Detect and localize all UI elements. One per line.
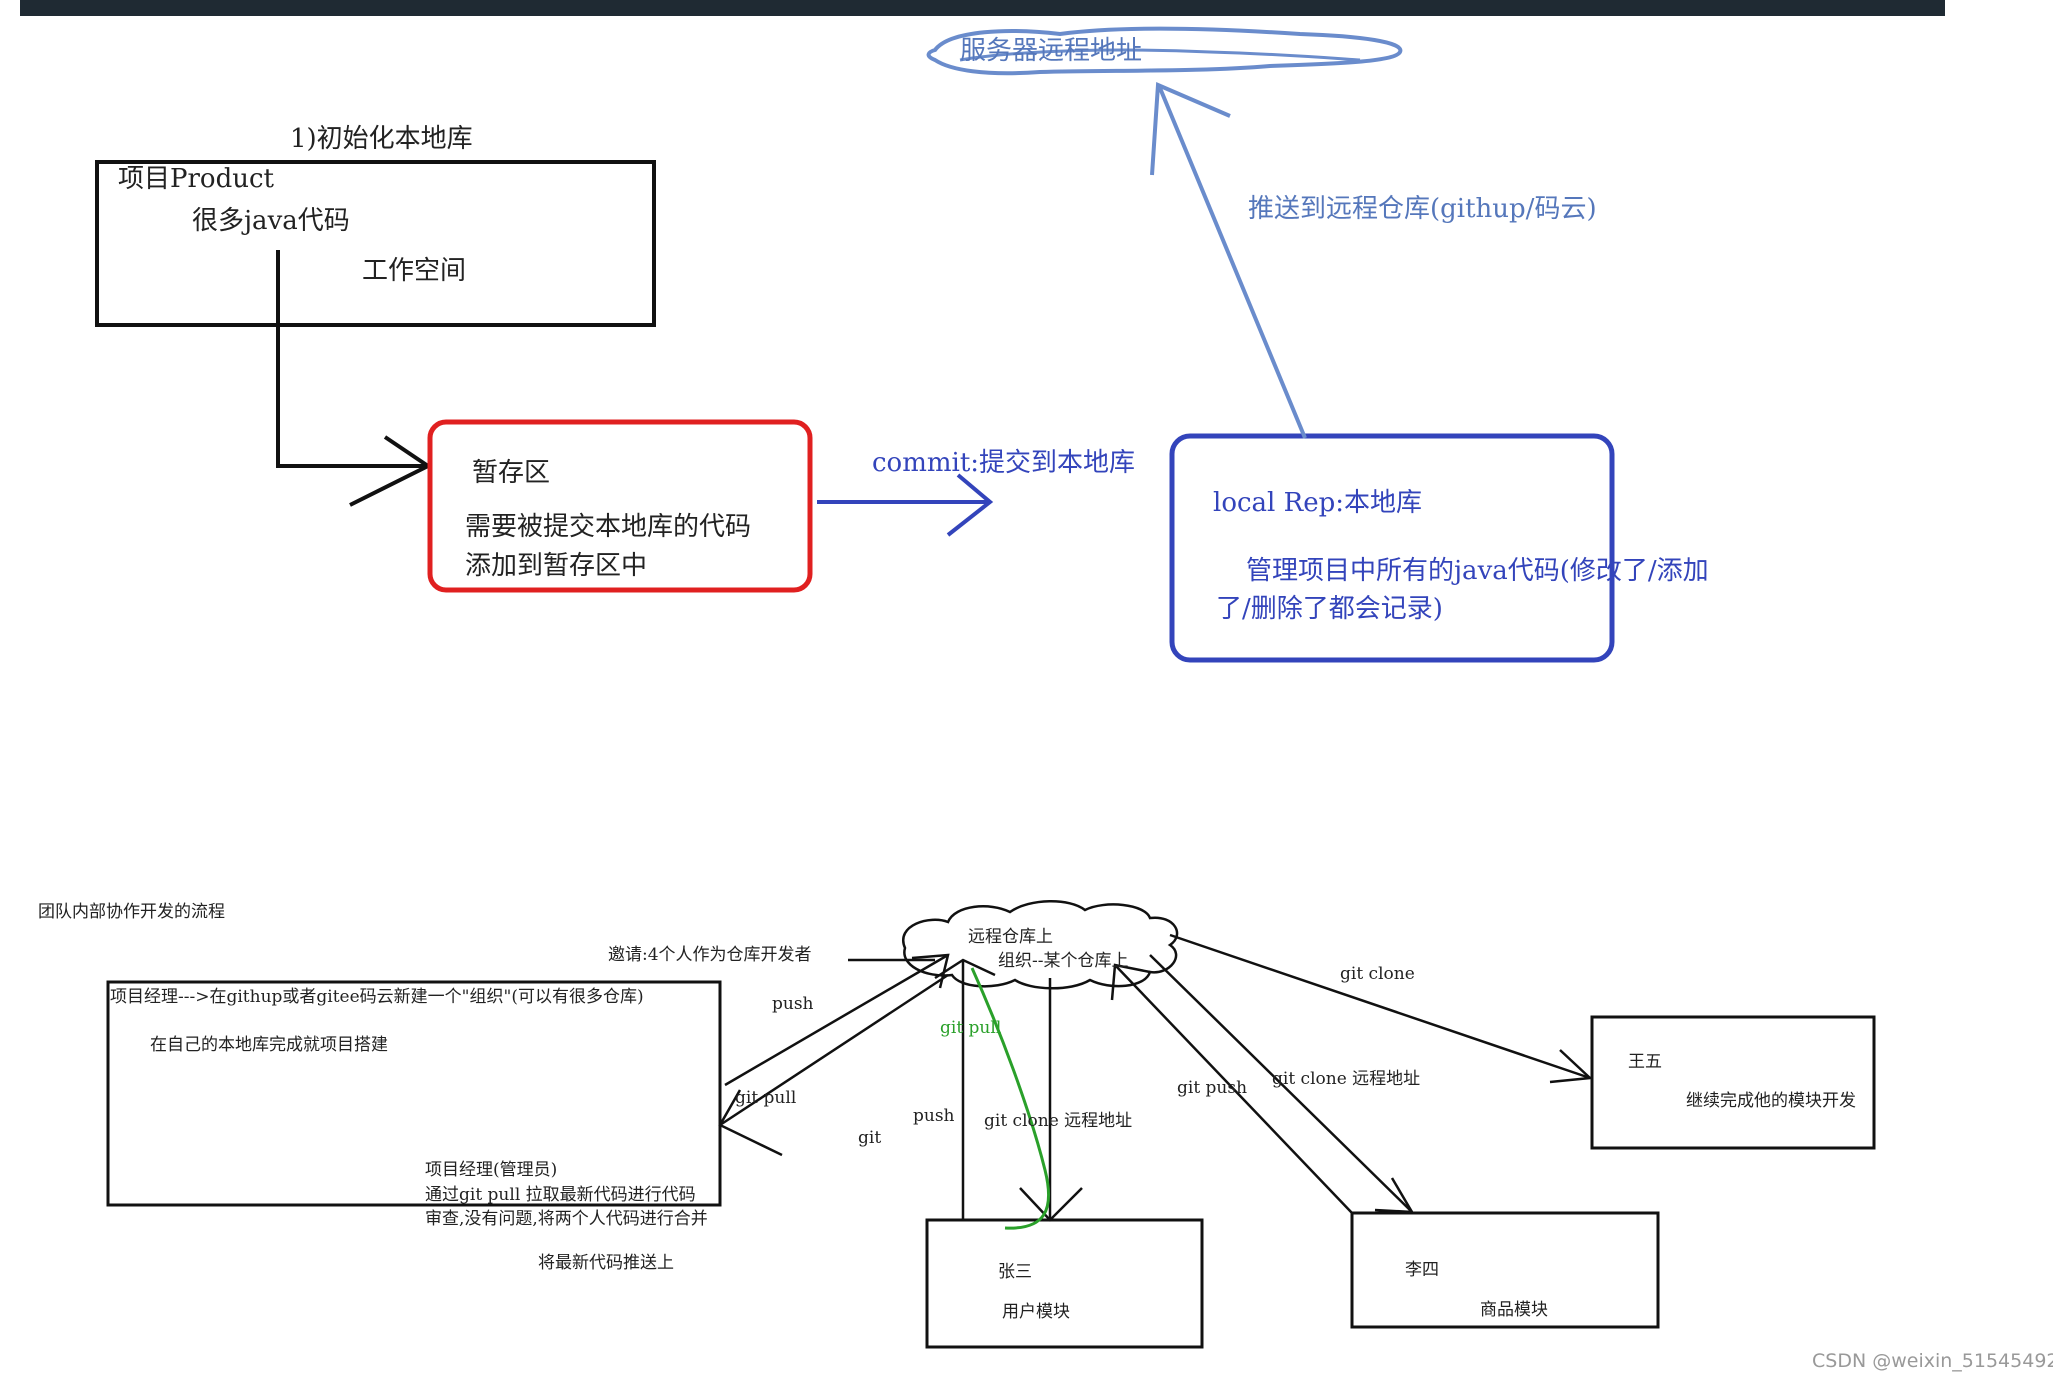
lisi-clone-arrowhead: [1374, 1177, 1415, 1214]
wangwu-module: 继续完成他的模块开发: [1686, 1091, 1856, 1111]
push-to-remote-label: 推送到远程仓库(githup/码云): [1248, 194, 1597, 224]
git-clone-mid-label: git clone 远程地址: [984, 1111, 1133, 1131]
git-clone-top-label: git clone: [1340, 964, 1415, 984]
manager-push-arrow: [724, 953, 949, 1087]
git-clone-right-label: git clone 远程地址: [1272, 1069, 1421, 1089]
git-pull-left-label: git pull: [735, 1088, 797, 1108]
workspace-box: [95, 160, 656, 327]
commit-label: commit:提交到本地库: [872, 448, 1136, 478]
zhangsan-module: 用户模块: [1002, 1302, 1070, 1322]
remote-repo-cloud: [902, 900, 1179, 990]
workspace-to-staging-arrowhead: [349, 435, 432, 507]
zhangsan-box: [925, 1218, 1204, 1349]
manager-line6: 将最新代码推送上: [538, 1253, 674, 1273]
invite-label: 邀请:4个人作为仓库开发者: [608, 945, 812, 965]
staging-box: [427, 419, 813, 593]
server-cloud: [926, 26, 1403, 76]
git-pull-green-label: git pull: [940, 1018, 1002, 1038]
remote-cloud-line2: 组织--某个仓库上: [998, 951, 1129, 971]
wangwu-clone-arrow: [1169, 933, 1591, 1080]
manager-push-arrowhead: [911, 953, 950, 989]
manager-line4: 通过git pull 拉取最新代码进行代码: [425, 1185, 696, 1205]
server-cloud-label: 服务器远程地址: [960, 36, 1143, 66]
lisi-push-arrowhead: [1110, 963, 1151, 1001]
commit-arrowhead: [946, 473, 994, 537]
push-to-remote-arrowhead: [1150, 82, 1231, 176]
init-local-repo-label: 1)初始化本地库: [290, 124, 473, 154]
staging-title: 暂存区: [472, 458, 551, 488]
manager-line2: 在自己的本地库完成就项目搭建: [150, 1035, 388, 1055]
staging-line1: 需要被提交本地库的代码: [465, 512, 752, 542]
workspace-line3: 工作空间: [362, 256, 467, 286]
local-repo-box: [1169, 433, 1615, 663]
local-repo-line2: 了/删除了都会记录): [1216, 594, 1443, 624]
csdn-watermark: CSDN @weixin_51545492: [1812, 1350, 2053, 1372]
workspace-line1: 项目Product: [118, 164, 274, 194]
workspace-line2: 很多java代码: [192, 206, 350, 236]
push-mid-label: push: [913, 1106, 955, 1126]
zhangsan-name: 张三: [998, 1262, 1032, 1282]
remote-cloud-line1: 远程仓库上: [968, 927, 1053, 947]
zhangsan-push-arrowhead: [934, 958, 996, 980]
manager-line1: 项目经理--->在githup或者gitee码云新建一个"组织"(可以有很多仓库…: [110, 987, 644, 1007]
local-repo-line1: 管理项目中所有的java代码(修改了/添加: [1246, 556, 1709, 586]
green-git-pull-curve: [970, 967, 1051, 1230]
zhangsan-clone-arrowhead: [1019, 1187, 1083, 1222]
push-left-label: push: [772, 994, 814, 1014]
lisi-push-arrow: [1114, 964, 1353, 1214]
top-bar: [20, 0, 1945, 16]
wangwu-box: [1590, 1015, 1876, 1150]
workspace-to-staging-arrow: [276, 250, 425, 468]
git-label: git: [858, 1128, 882, 1148]
manager-line5: 审查,没有问题,将两个人代码进行合并: [425, 1209, 708, 1229]
wangwu-name: 王五: [1628, 1052, 1662, 1072]
server-cloud-inner: [959, 48, 1361, 62]
manager-line3: 项目经理(管理员): [425, 1160, 558, 1180]
staging-line2: 添加到暂存区中: [465, 551, 648, 581]
push-to-remote-arrow: [1158, 87, 1307, 439]
lisi-box: [1350, 1211, 1660, 1329]
lisi-name: 李四: [1405, 1260, 1439, 1280]
manager-pull-arrow: [719, 973, 949, 1127]
lisi-clone-arrow: [1149, 954, 1413, 1213]
manager-box: [106, 980, 722, 1207]
git-push-right-label: git push: [1177, 1078, 1248, 1098]
lisi-module: 商品模块: [1480, 1300, 1548, 1320]
local-repo-title: local Rep:本地库: [1213, 488, 1422, 518]
manager-pull-arrowhead: [718, 1089, 783, 1157]
wangwu-clone-arrowhead: [1549, 1049, 1593, 1084]
team-flow-title: 团队内部协作开发的流程: [38, 902, 225, 922]
